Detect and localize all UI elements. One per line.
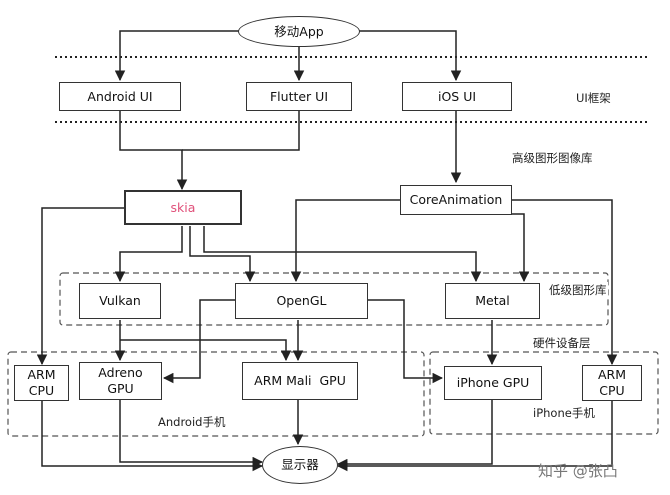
arm-mali-gpu-node: ARM Mali GPU xyxy=(242,362,358,400)
metal-node: Metal xyxy=(445,283,540,319)
adreno-gpu-node: Adreno GPU xyxy=(79,362,162,400)
android-phone-label: Android手机 xyxy=(158,415,226,429)
android-phone-group xyxy=(7,351,425,437)
connector-lines xyxy=(36,30,618,472)
opengl-node: OpenGL xyxy=(235,283,368,319)
iphone-phone-label: iPhone手机 xyxy=(533,406,595,420)
graphics-lib-label: 高级图形图像库 xyxy=(512,151,593,165)
ui-framework-label: UI框架 xyxy=(576,91,611,105)
watermark-text: 知乎 @张凸 xyxy=(538,462,618,480)
coreanimation-node: CoreAnimation xyxy=(400,185,512,215)
skia-node: skia xyxy=(124,190,242,225)
ios-ui-node: iOS UI xyxy=(402,82,512,111)
flutter-ui-node: Flutter UI xyxy=(246,82,352,111)
arm-cpu-android-node: ARM CPU xyxy=(14,365,69,401)
low-level-label: 低级图形库 xyxy=(548,282,608,298)
vulkan-node: Vulkan xyxy=(79,283,161,319)
iphone-phone-group xyxy=(429,351,659,435)
mobile-app-node: 移动App xyxy=(238,16,360,47)
display-node: 显示器 xyxy=(262,446,338,484)
iphone-gpu-node: iPhone GPU xyxy=(444,366,542,400)
arm-cpu-iphone-node: ARM CPU xyxy=(582,365,642,401)
low-level-group xyxy=(59,272,609,326)
android-ui-node: Android UI xyxy=(59,82,181,111)
hardware-layer-label: 硬件设备层 xyxy=(533,336,591,350)
